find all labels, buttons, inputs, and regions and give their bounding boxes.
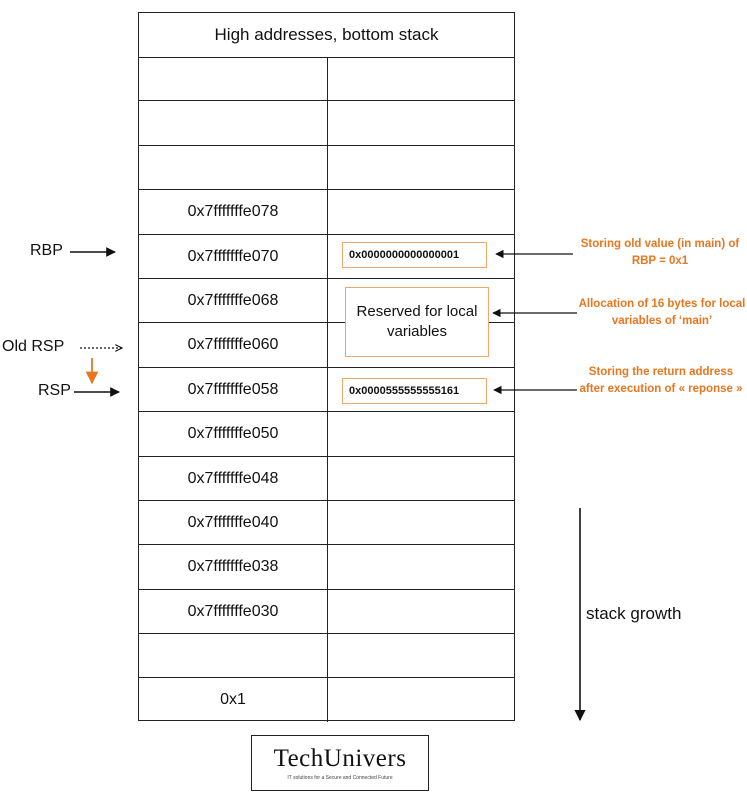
old-rbp-note: Storing old value (in main) of RBP = 0x1: [580, 238, 740, 267]
stack-row: 0x7fffffffe060: [139, 323, 514, 368]
stack-address: 0x7fffffffe058: [187, 380, 279, 398]
stack-address: 0x7fffffffe078: [187, 203, 279, 220]
stack-row: 0x7fffffffe058: [139, 368, 514, 412]
stack-address: 0x7fffffffe038: [187, 558, 279, 575]
allocation-note: Allocation of 16 bytes for local variabl…: [578, 298, 746, 327]
stack-growth-label: stack growth: [586, 604, 682, 623]
stack-address: 0x7fffffffe068: [187, 291, 279, 309]
return-address-box: 0x0000555555555161: [342, 378, 487, 404]
stack-address: 0x7fffffffe040: [187, 513, 279, 531]
rbp-value-box: 0x0000000000000001: [342, 242, 487, 268]
stack-row: 0x1: [139, 678, 514, 722]
techunivers-logo: TechUnivers IT solutions for a Secure an…: [251, 735, 429, 791]
stack-row: [139, 101, 514, 146]
stack-header: High addresses, bottom stack: [139, 13, 514, 58]
stack-row: 0x7fffffffe040: [139, 501, 514, 545]
stack-row: 0x7fffffffe050: [139, 412, 514, 457]
stack-row: 0x7fffffffe038: [139, 545, 514, 590]
old-rsp-label: Old RSP: [2, 338, 65, 355]
stack-row: 0x7fffffffe078: [139, 190, 514, 235]
rbp-label: RBP: [30, 242, 63, 259]
stack-row: 0x7fffffffe048: [139, 457, 514, 501]
return-address-note: Storing the return address after executi…: [579, 366, 743, 395]
column-divider: [327, 57, 328, 722]
stack-address: 0x7fffffffe048: [187, 469, 279, 487]
stack-row: [139, 146, 514, 190]
rsp-label: RSP: [38, 382, 71, 399]
stack-row: 0x7fffffffe068: [139, 279, 514, 323]
logo-tagline: IT solutions for a Secure and Connected …: [287, 775, 393, 781]
stack-row: 0x7fffffffe030: [139, 590, 514, 634]
stack-diagram: High addresses, bottom stack 0x7fffffffe…: [138, 12, 515, 722]
reserved-local-variables-box: Reserved for local variables: [345, 287, 489, 357]
stack-row: [139, 634, 514, 678]
stack-address: 0x7fffffffe070: [187, 247, 279, 265]
stack-address: 0x7fffffffe050: [187, 425, 279, 442]
stack-address: 0x7fffffffe060: [187, 336, 279, 353]
stack-address: 0x7fffffffe030: [187, 602, 279, 620]
stack-row: [139, 57, 514, 101]
stack-row: 0x7fffffffe070: [139, 235, 514, 279]
logo-brand: TechUnivers: [273, 745, 407, 772]
stack-address: 0x1: [220, 691, 246, 708]
